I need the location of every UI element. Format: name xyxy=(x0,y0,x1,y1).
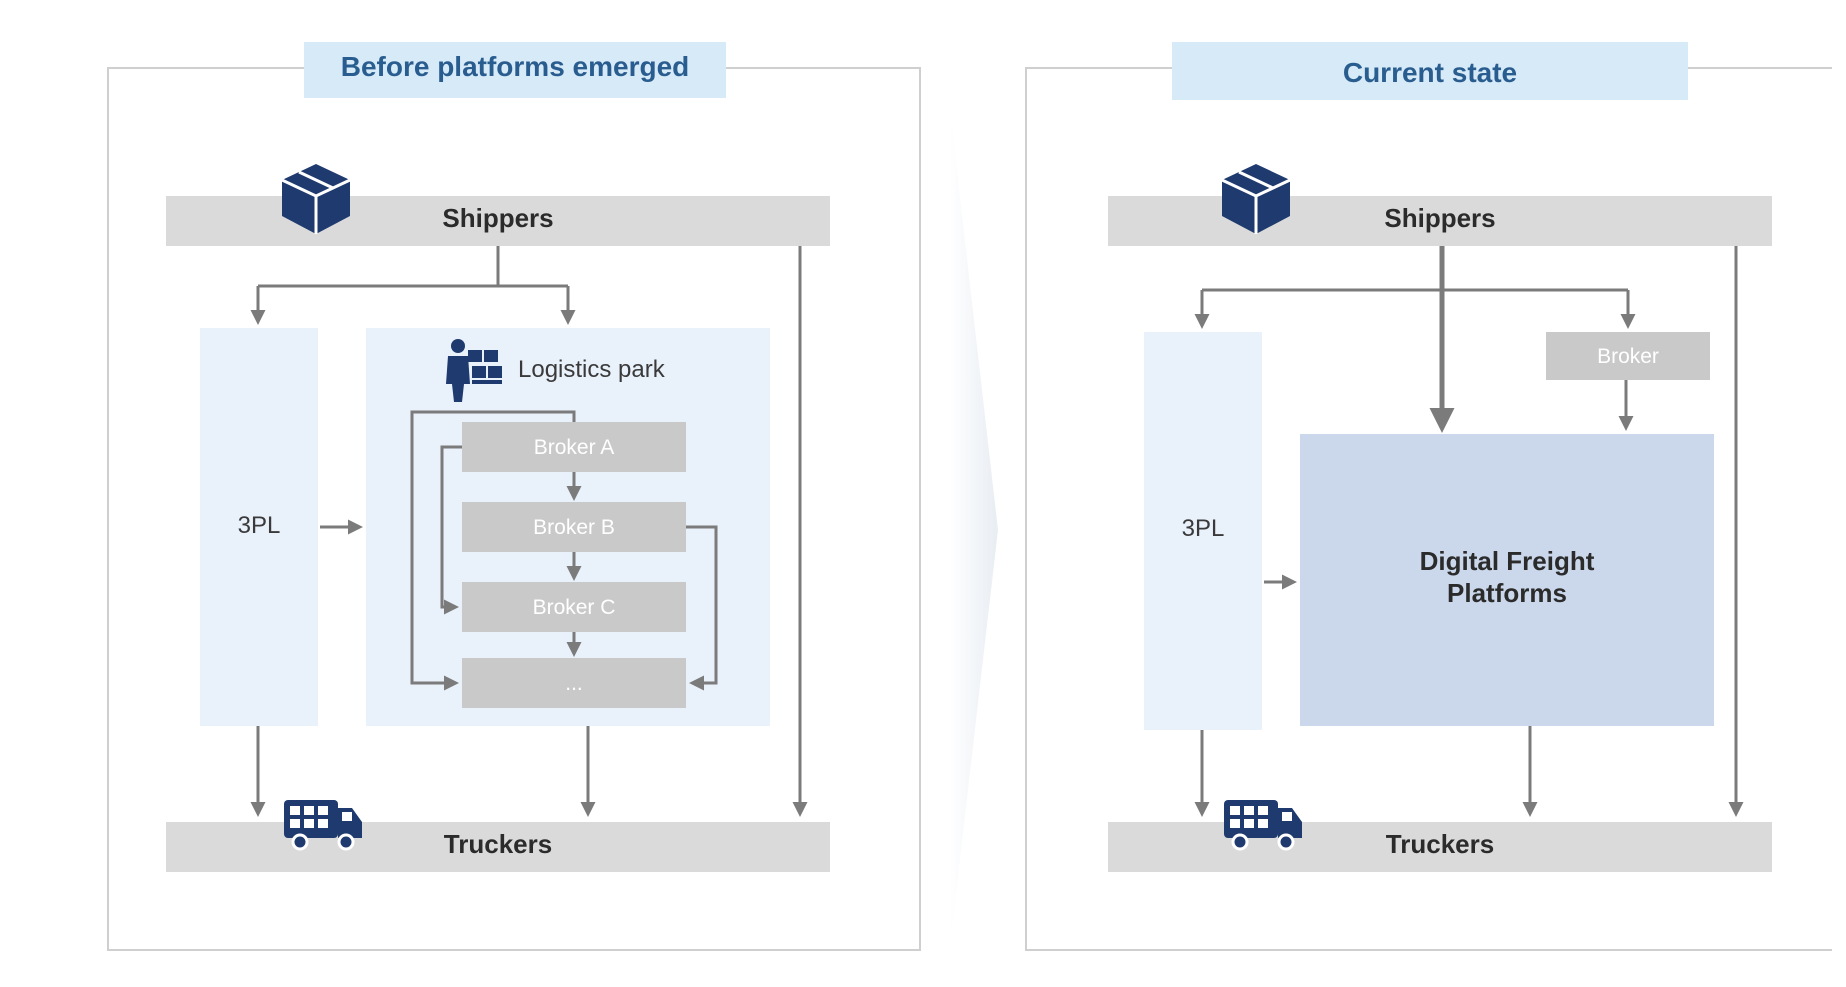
broker-more-label: ... xyxy=(565,672,583,695)
broker-b-label: Broker B xyxy=(533,516,615,539)
shippers-label: Shippers xyxy=(442,203,553,233)
broker-b-box xyxy=(462,502,686,552)
three-pl-column xyxy=(200,328,318,726)
arrows-current xyxy=(1194,246,1744,817)
logistics-park-label: Logistics park xyxy=(518,356,666,383)
panel-current-title-bg xyxy=(1172,42,1688,100)
shippers-label-current: Shippers xyxy=(1384,203,1495,233)
truckers-label-current: Truckers xyxy=(1386,829,1494,859)
broker-label-current: Broker xyxy=(1597,345,1659,368)
package-icon xyxy=(1221,164,1291,234)
truck-icon xyxy=(284,800,362,851)
dfp-label-line1: Digital Freight xyxy=(1420,546,1595,576)
panel-before: Before platforms emerged Shippers Trucke… xyxy=(107,42,921,951)
panel-current-title: Current state xyxy=(1343,57,1517,88)
panel-before-title: Before platforms emerged xyxy=(341,51,690,82)
broker-box-current xyxy=(1546,332,1710,380)
package-icon xyxy=(281,164,351,234)
broker-c-box xyxy=(462,582,686,632)
arrows-before xyxy=(250,246,808,817)
dfp-label-line2: Platforms xyxy=(1447,578,1567,608)
truckers-bar-current xyxy=(1108,822,1772,872)
truckers-bar xyxy=(166,822,830,872)
panel-current: Current state Shippers Truckers xyxy=(1025,42,1832,951)
three-pl-label: 3PL xyxy=(238,512,281,539)
broker-more-box xyxy=(462,658,686,708)
three-pl-label-current: 3PL xyxy=(1182,515,1225,542)
truckers-label: Truckers xyxy=(444,829,552,859)
broker-a-box xyxy=(462,422,686,472)
worker-boxes-icon xyxy=(446,339,502,402)
panel-before-title-bg xyxy=(304,42,726,98)
truck-icon xyxy=(1224,800,1302,851)
broker-a-label: Broker A xyxy=(534,436,615,459)
three-pl-column-current xyxy=(1144,332,1262,730)
broker-c-label: Broker C xyxy=(533,596,616,619)
chevron-arrow-icon xyxy=(950,110,998,945)
shippers-bar-current xyxy=(1108,196,1772,246)
shippers-bar xyxy=(166,196,830,246)
digital-freight-platforms-box xyxy=(1300,434,1714,726)
